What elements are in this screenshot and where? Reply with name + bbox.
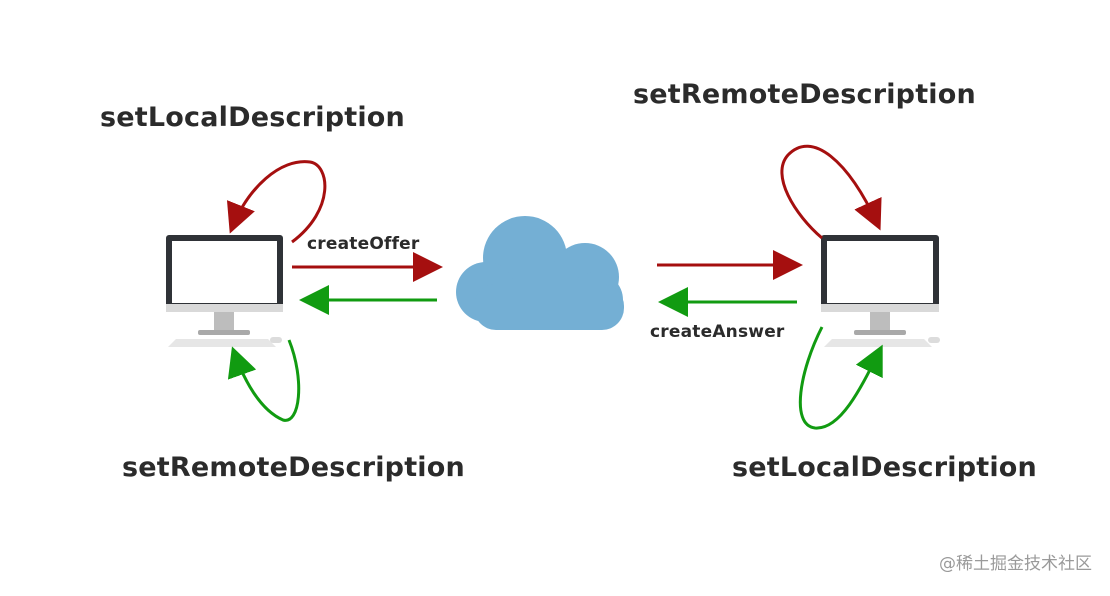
watermark-text: @稀土掘金技术社区: [939, 554, 1092, 574]
create-answer-label: createAnswer: [650, 322, 785, 342]
left-remote-loop-arrow: [227, 339, 301, 422]
right-set-local-description-label: setLocalDescription: [732, 452, 1037, 483]
left-local-loop-arrow: [226, 160, 327, 244]
left-set-local-description-label: setLocalDescription: [100, 102, 405, 133]
create-offer-label: createOffer: [307, 234, 420, 254]
cloud-icon: [456, 216, 624, 330]
right-local-loop-arrow: [798, 326, 883, 430]
left-computer-icon: [166, 235, 283, 347]
left-set-remote-description-label: setRemoteDescription: [122, 452, 465, 483]
right-remote-loop-arrow: [780, 144, 882, 240]
right-computer-icon: [821, 235, 940, 347]
right-set-remote-description-label: setRemoteDescription: [633, 79, 976, 110]
